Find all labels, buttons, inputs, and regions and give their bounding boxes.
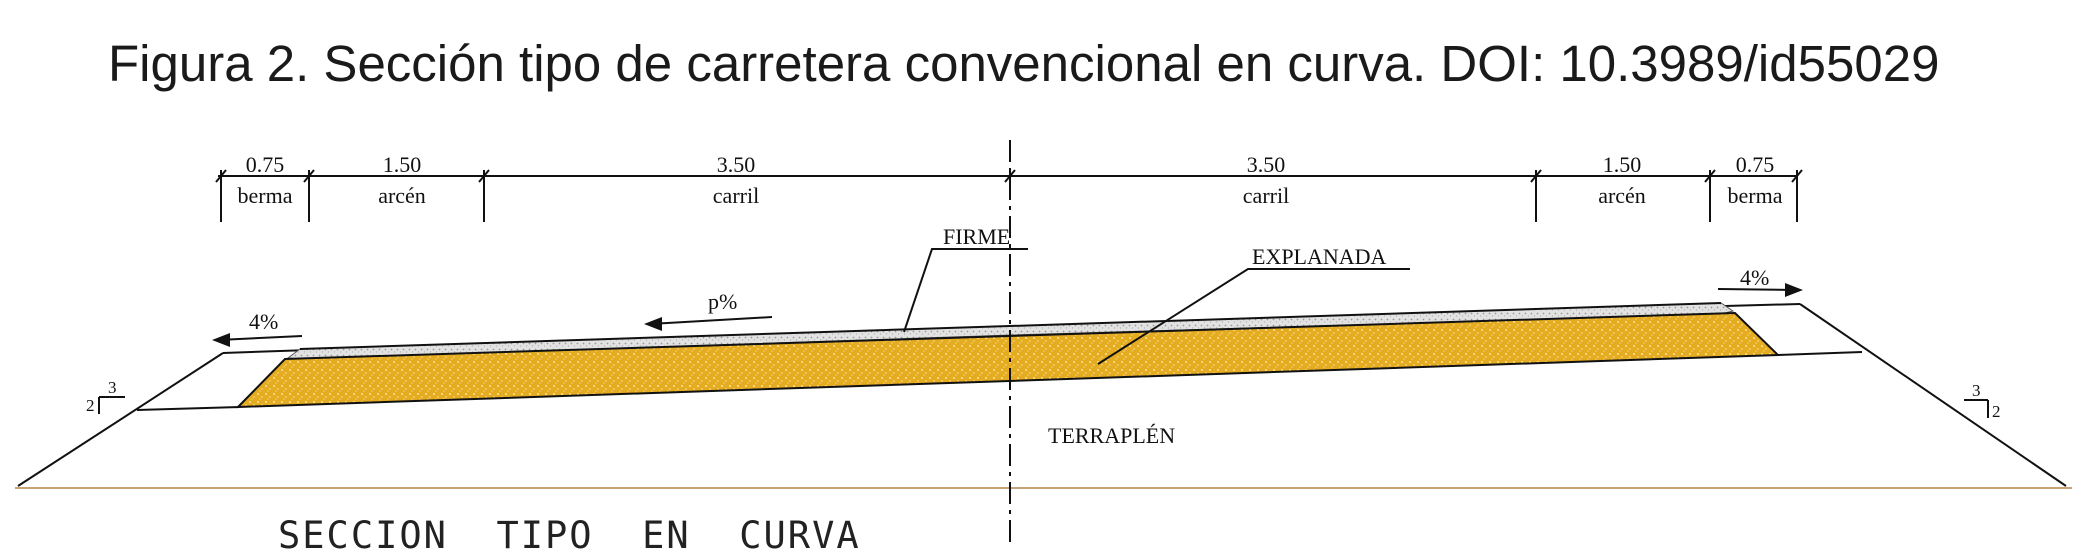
right-talud-v: 2 [1992,402,2001,421]
left-slope-arrowhead [212,333,230,347]
left-talud-h: 3 [108,378,117,397]
explanada-leader [1097,268,1410,365]
right-talud-h: 3 [1972,381,1981,400]
terraplen-label: TERRAPLÉN [1048,423,1175,448]
dim-value-carril-right: 3.50 [1247,152,1286,177]
dimension-line [215,169,1803,222]
left-subgrade-base [136,406,241,411]
dim-label-berma-right: berma [1728,183,1783,208]
right-slope-arrow [1717,288,1797,291]
dim-value-carril-left: 3.50 [717,152,756,177]
slope-pct-arrow [649,316,773,325]
dim-label-carril-right: carril [1243,183,1289,208]
right-subgrade-base [1777,351,1863,356]
left-slope-arrow [217,335,303,341]
right-slope-line [1799,303,2067,487]
figure-title: Figura 2. Sección tipo de carretera conv… [108,35,1940,92]
dim-label-berma-left: berma [238,183,293,208]
left-talud-symbol [98,396,125,414]
pavement-surface [299,302,1722,350]
left-talud-v: 2 [86,396,95,415]
right-top-edge [1724,303,1801,307]
explanada-layer [235,311,1781,409]
right-talud-symbol [1964,399,1989,418]
dim-value-berma-left: 0.75 [246,152,285,177]
firme-leader [903,248,1028,333]
dim-label-arcen-left: arcén [378,183,426,208]
dim-label-arcen-right: arcén [1598,183,1646,208]
left-slope-line [17,352,224,487]
left-top-edge [222,349,311,354]
dim-value-arcen-left: 1.50 [383,152,422,177]
left-slope-label: 4% [249,309,278,334]
right-slope-arrowhead [1785,283,1803,297]
slope-pct-label: p% [708,289,737,314]
firme-label: FIRME [943,224,1010,249]
slope-pct-arrowhead [644,317,662,331]
right-slope-label: 4% [1740,265,1769,290]
dim-value-berma-right: 0.75 [1736,152,1775,177]
explanada-label: EXPLANADA [1252,244,1387,269]
dim-value-arcen-right: 1.50 [1603,152,1642,177]
dim-label-carril-left: carril [713,183,759,208]
section-caption: SECCION TIPO EN CURVA [278,514,861,557]
